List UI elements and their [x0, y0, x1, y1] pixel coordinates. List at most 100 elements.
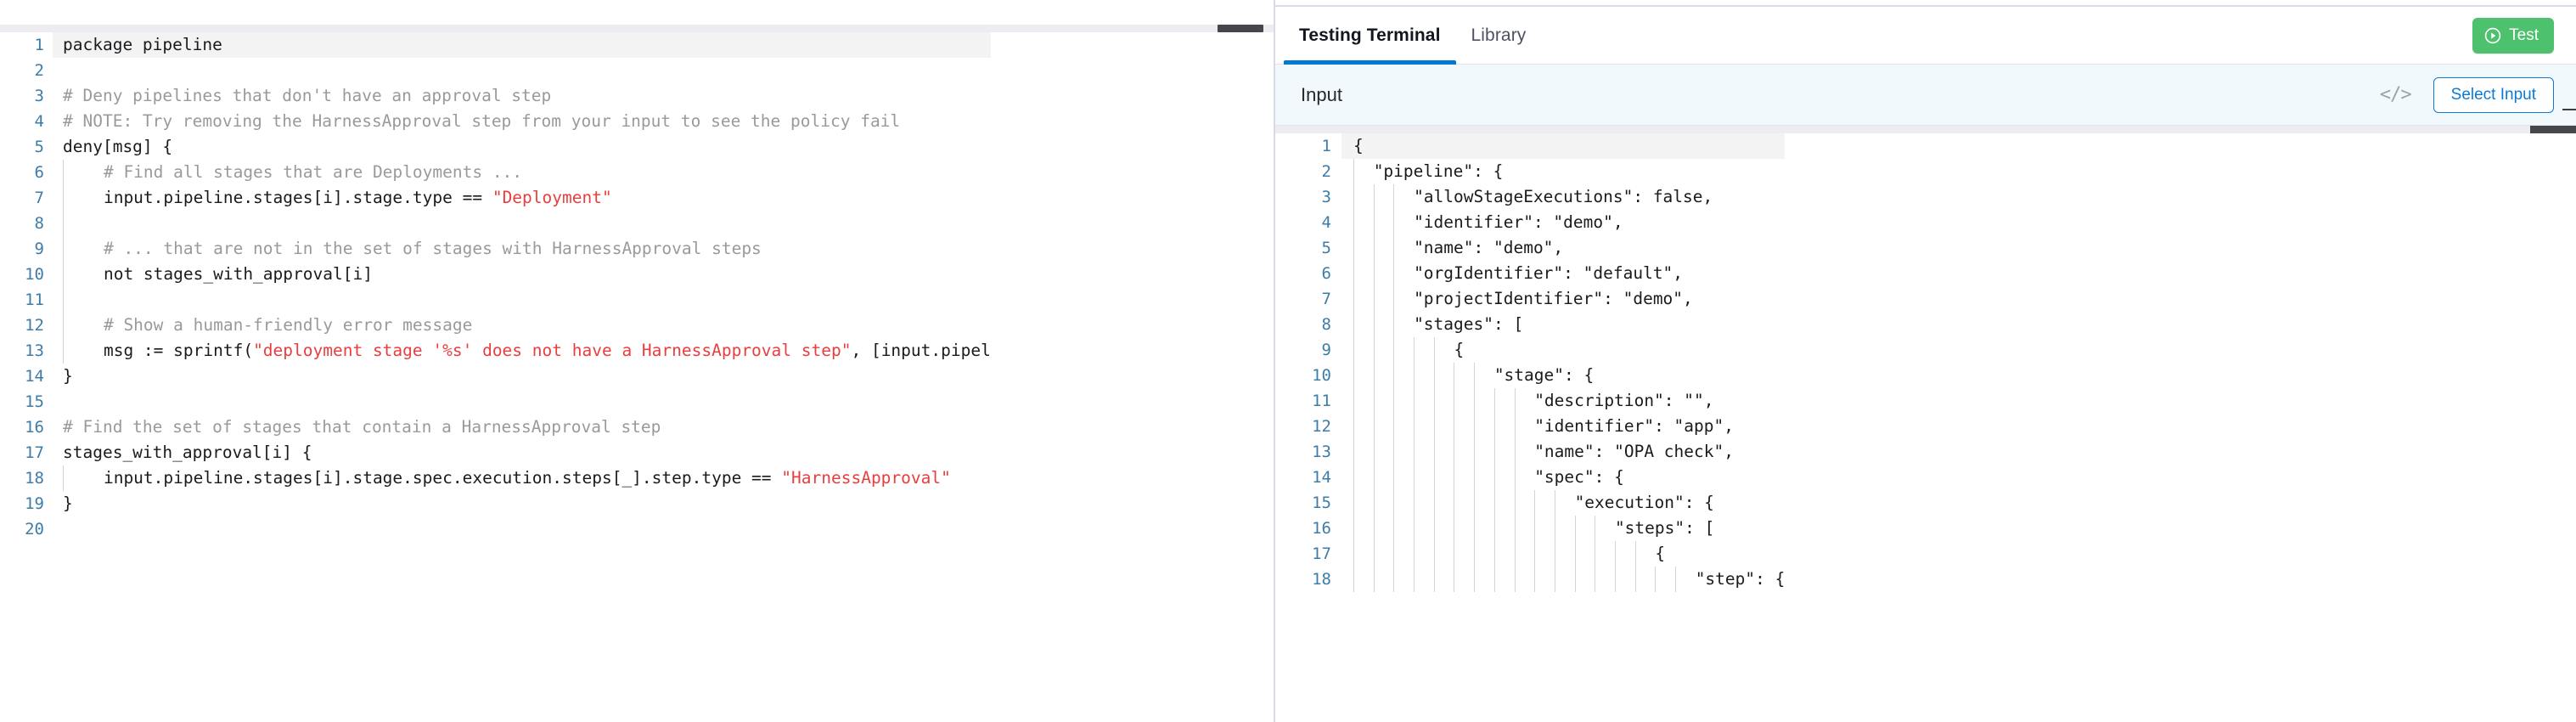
code-line-content[interactable]: # Find all stages that are Deployments .… [53, 160, 991, 185]
json-input-area[interactable]: 1{2"pipeline": {3"allowStageExecutions":… [1275, 126, 2576, 722]
json-line-content[interactable]: "steps": [ [1341, 516, 1785, 541]
tab-library-label: Library [1471, 25, 1527, 45]
code-line-content[interactable] [53, 516, 991, 542]
code-line-content[interactable]: stages_with_approval[i] { [53, 440, 991, 465]
indent-guide [1393, 235, 1395, 261]
indent-guide [1433, 516, 1435, 541]
json-horizontal-scrollbar-thumb[interactable] [2530, 126, 2576, 133]
json-line-content[interactable]: "identifier": "app", [1341, 414, 1785, 439]
json-line-content[interactable]: { [1341, 337, 1785, 363]
code-token-string: "HarnessApproval" [781, 468, 951, 488]
line-number: 17 [25, 443, 44, 462]
indent-guide [1634, 567, 1636, 592]
terminal-minimize-icon[interactable] [2562, 109, 2576, 110]
test-button[interactable]: Test [2472, 17, 2554, 54]
indent-guide [1514, 439, 1516, 465]
json-text: "identifier": "app", [1534, 416, 1734, 436]
json-line-content[interactable]: "projectIdentifier": "demo", [1341, 286, 1785, 312]
json-line-content[interactable]: { [1341, 133, 1786, 159]
json-line-number: 13 [1312, 443, 1331, 461]
indent-guide [1493, 439, 1495, 465]
terminal-tabs-row: Testing Terminal Library Test [1275, 7, 2576, 65]
tab-library[interactable]: Library [1456, 7, 1542, 65]
code-line-content[interactable]: # Deny pipelines that don't have an appr… [53, 83, 991, 109]
indent-guide [1514, 490, 1516, 516]
json-line-content[interactable]: "spec": { [1341, 465, 1785, 490]
json-line-content[interactable]: { [1341, 541, 1785, 567]
indent-guide [1433, 363, 1435, 388]
indent-guide [1393, 286, 1395, 312]
indent-guide [1373, 363, 1375, 388]
code-line: 7 input.pipeline.stages[i].stage.type ==… [0, 185, 991, 211]
json-line-number: 2 [1321, 162, 1331, 181]
indent-guide [1373, 286, 1375, 312]
code-line-content[interactable] [53, 287, 991, 313]
indent-guide [63, 465, 64, 491]
line-number: 7 [34, 189, 44, 207]
code-brackets-icon[interactable]: </> [2379, 84, 2412, 105]
indent-guide [1493, 541, 1495, 567]
code-line-content[interactable]: } [53, 491, 991, 516]
tab-testing-terminal[interactable]: Testing Terminal [1284, 7, 1456, 65]
indent-guide [1433, 414, 1435, 439]
line-number: 8 [34, 214, 44, 233]
json-horizontal-scrollbar-track[interactable] [1275, 126, 2576, 133]
testing-terminal-pane: Testing Terminal Library Test Input </> [1275, 0, 2576, 722]
indent-guide [1393, 541, 1395, 567]
indent-guide [1433, 465, 1435, 490]
json-line-number: 9 [1321, 341, 1331, 359]
indent-guide [1474, 541, 1476, 567]
indent-guide [1393, 439, 1395, 465]
code-line-content[interactable]: not stages_with_approval[i] [53, 262, 991, 287]
json-line: 10 "stage": { [1275, 363, 1785, 388]
json-line-number: 10 [1312, 366, 1331, 385]
json-line-content[interactable]: "orgIdentifier": "default", [1341, 261, 1785, 286]
editor-horizontal-scrollbar-track[interactable] [0, 25, 1274, 32]
code-line: 17 stages_with_approval[i] { [0, 440, 991, 465]
indent-guide [1474, 490, 1476, 516]
json-line-content[interactable]: "name": "OPA check", [1341, 439, 1785, 465]
code-line-content[interactable] [53, 58, 991, 83]
indent-guide [1534, 516, 1536, 541]
indent-guide [63, 287, 64, 313]
code-line-content[interactable]: # ... that are not in the set of stages … [53, 236, 991, 262]
line-number: 3 [34, 87, 44, 105]
code-line-content[interactable]: deny[msg] { [53, 134, 991, 160]
json-line-content[interactable]: "stages": [ [1341, 312, 1785, 337]
code-line-content[interactable]: # Show a human-friendly error message [53, 313, 991, 338]
indent-guide [1493, 490, 1495, 516]
code-token-plain: } [63, 366, 73, 386]
json-text: "execution": { [1574, 493, 1714, 512]
indent-guide [63, 160, 64, 185]
editor-horizontal-scrollbar-thumb[interactable] [1218, 25, 1263, 32]
json-line-content[interactable]: "identifier": "demo", [1341, 210, 1785, 235]
code-line: 15 [0, 389, 991, 415]
code-token-plain: package pipeline [63, 35, 222, 54]
code-line-content[interactable]: # Find the set of stages that contain a … [53, 415, 991, 440]
code-line-content[interactable]: input.pipeline.stages[i].stage.spec.exec… [53, 465, 991, 491]
indent-guide [1393, 388, 1395, 414]
indent-guide [1614, 567, 1616, 592]
json-line-number: 18 [1312, 570, 1331, 589]
code-line-content[interactable] [53, 389, 991, 415]
json-line-content[interactable]: "allowStageExecutions": false, [1341, 184, 1785, 210]
json-line-content[interactable]: "pipeline": { [1341, 159, 1785, 184]
indent-guide [1414, 363, 1415, 388]
indent-guide [1393, 337, 1395, 363]
code-line-content[interactable]: input.pipeline.stages[i].stage.type == "… [53, 185, 991, 211]
code-token-plain: } [63, 494, 73, 513]
code-line-content[interactable]: # NOTE: Try removing the HarnessApproval… [53, 109, 991, 134]
json-text: "name": "OPA check", [1534, 442, 1734, 461]
json-line-content[interactable]: "step": { [1341, 567, 1785, 592]
code-line-content[interactable] [53, 211, 991, 236]
select-input-button[interactable]: Select Input [2433, 76, 2554, 113]
code-line-content[interactable]: package pipeline [53, 32, 991, 58]
json-line-content[interactable]: "description": "", [1341, 388, 1785, 414]
json-line-content[interactable]: "stage": { [1341, 363, 1785, 388]
code-line-content[interactable]: msg := sprintf("deployment stage '%s' do… [53, 338, 991, 364]
json-line-content[interactable]: "name": "demo", [1341, 235, 1785, 261]
json-line-number: 8 [1321, 315, 1331, 334]
code-line-content[interactable]: } [53, 364, 991, 389]
json-line-content[interactable]: "execution": { [1341, 490, 1785, 516]
